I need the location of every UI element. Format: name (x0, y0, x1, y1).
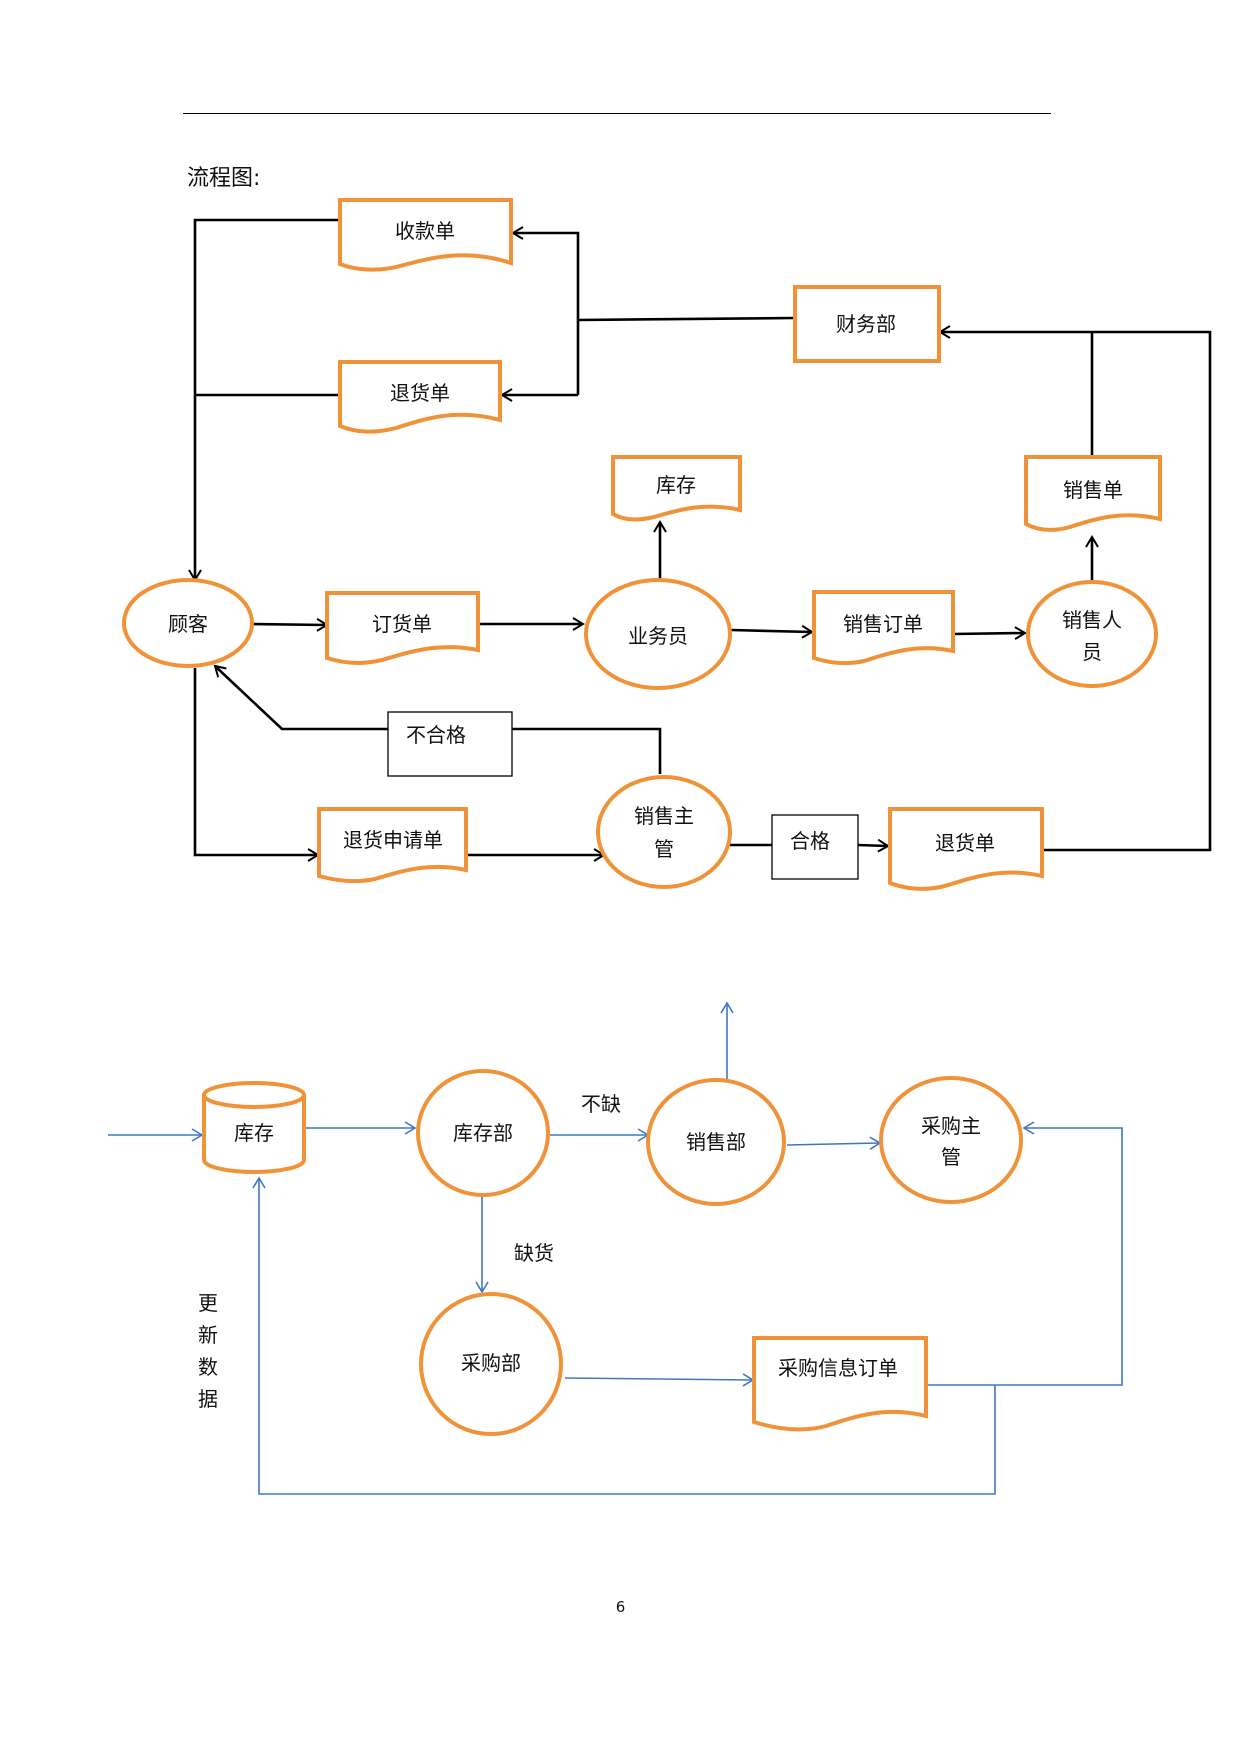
label-xiaoshoudan: 销售单 (1063, 478, 1123, 502)
label-hege: 合格 (790, 829, 830, 853)
doc-tuihuodan-bottom (888, 807, 1044, 891)
label-gengxinshuju-4: 据 (198, 1387, 218, 1411)
label-xiaoshoubu: 销售部 (686, 1130, 746, 1154)
edge-tuihuodan-bottom-to-caiwubu (938, 325, 1212, 852)
label-buhege: 不合格 (406, 723, 466, 747)
edge-caigoubu-to-xinxidingdan (564, 1373, 755, 1387)
diagram1-connectors (188, 218, 1212, 862)
label-caigouzhuguan-2: 管 (941, 1145, 961, 1169)
edge-zhuguan-to-buhege (512, 727, 662, 774)
label-dinghuodan: 订货单 (372, 612, 432, 636)
label-kucun: 库存 (656, 473, 696, 497)
label-kucun-db: 库存 (234, 1121, 274, 1145)
label-tuihuodan-top: 退货单 (390, 381, 450, 405)
label-kucunbu: 库存部 (453, 1121, 513, 1145)
edge-guke-to-dinghuodan (251, 618, 329, 632)
db-kucun-top (202, 1081, 306, 1109)
edge-shoukuandan-to-guke (188, 218, 340, 582)
label-quehuo: 缺货 (514, 1241, 554, 1265)
label-xiaoshoudingdan: 销售订单 (843, 612, 923, 636)
edge-xiaoshoudingdan-to-renyuan (952, 626, 1027, 640)
doc-tuihuoshenqingdan (317, 807, 468, 884)
label-xiaoshouzhuguan-2: 管 (654, 837, 674, 861)
label-buque: 不缺 (581, 1092, 621, 1116)
edge-buhege-to-guke (213, 664, 388, 731)
label-caigoubu: 采购部 (461, 1351, 521, 1375)
edge-yewuyuan-to-xiaoshoudingdan (730, 624, 814, 639)
doc-shoukuandan (338, 198, 513, 272)
label-xiaoshourenyuan-1: 销售人 (1062, 608, 1122, 632)
edge-update-to-kucun (252, 1176, 996, 1495)
doc-xiaoshoudan (1024, 455, 1162, 532)
doc-kucun (611, 455, 742, 522)
doc-tuihuodan-top (338, 360, 502, 434)
page-heading: 流程图: (187, 166, 261, 191)
label-gengxinshuju-3: 数 (198, 1355, 218, 1379)
diagram1-labels: 收款单 退货单 财务部 库存 销售单 顾客 订货单 业务员 销售订单 销售人 员… (168, 219, 1123, 861)
page-number: 6 (615, 1598, 626, 1616)
ellipse-xiaoshouzhuguan (596, 775, 732, 889)
edge-branch-to-shoukuandan (511, 226, 580, 395)
label-gengxinshuju-2: 新 (198, 1323, 218, 1347)
diagram1-condition-boxes (387, 711, 859, 880)
box-hege (771, 814, 859, 880)
label-tuihuodan-bottom: 退货单 (935, 831, 995, 855)
ellipse-yewuyuan (584, 578, 732, 690)
db-kucun (202, 1095, 306, 1174)
diagram2-shapes (202, 1069, 1023, 1436)
label-caiwubu: 财务部 (836, 312, 896, 336)
edge-xinxidingdan-to-caigouzhuguan (926, 1121, 1123, 1386)
ellipse-kucunbu (416, 1069, 550, 1197)
ellipse-guke (122, 578, 254, 668)
diagram2-connectors (108, 1001, 1123, 1495)
label-tuihuoshenqingdan: 退货申请单 (343, 828, 443, 852)
doc-caigouxinxidingdan (752, 1336, 928, 1432)
header-rule (183, 113, 1051, 114)
label-caigouxinxidingdan: 采购信息订单 (778, 1356, 898, 1380)
ellipse-xiaoshourenyuan (1026, 580, 1158, 688)
edge-guke-to-tuihuoshenqing (193, 668, 320, 862)
ellipse-xiaoshoubu (646, 1078, 786, 1206)
diagram1-shapes (122, 198, 1162, 891)
label-yewuyuan: 业务员 (628, 624, 688, 648)
label-xiaoshourenyuan-2: 员 (1082, 640, 1102, 664)
ellipse-caigoubu (419, 1292, 563, 1436)
label-gengxinshuju-1: 更 (198, 1291, 218, 1315)
label-xiaoshouzhuguan-1: 销售主 (634, 804, 694, 828)
doc-xiaoshoudingdan (812, 590, 955, 666)
label-shoukuandan: 收款单 (395, 219, 455, 243)
edge-hege-to-tuihuodan (857, 838, 890, 853)
label-caigouzhuguan-1: 采购主 (921, 1114, 981, 1138)
diagram2-labels: 库存 库存部 不缺 销售部 采购主 管 缺货 采购部 采购信息订单 更 新 数 … (198, 1092, 981, 1411)
label-guke: 顾客 (168, 612, 208, 636)
doc-dinghuodan (325, 591, 480, 665)
edge-xiaoshoubu-to-caigouzhuguan (786, 1136, 882, 1150)
box-buhege (387, 711, 513, 777)
box-caiwubu (793, 285, 941, 363)
edge-caiwubu-to-branch (577, 316, 796, 322)
ellipse-caigouzhuguan (879, 1076, 1023, 1204)
